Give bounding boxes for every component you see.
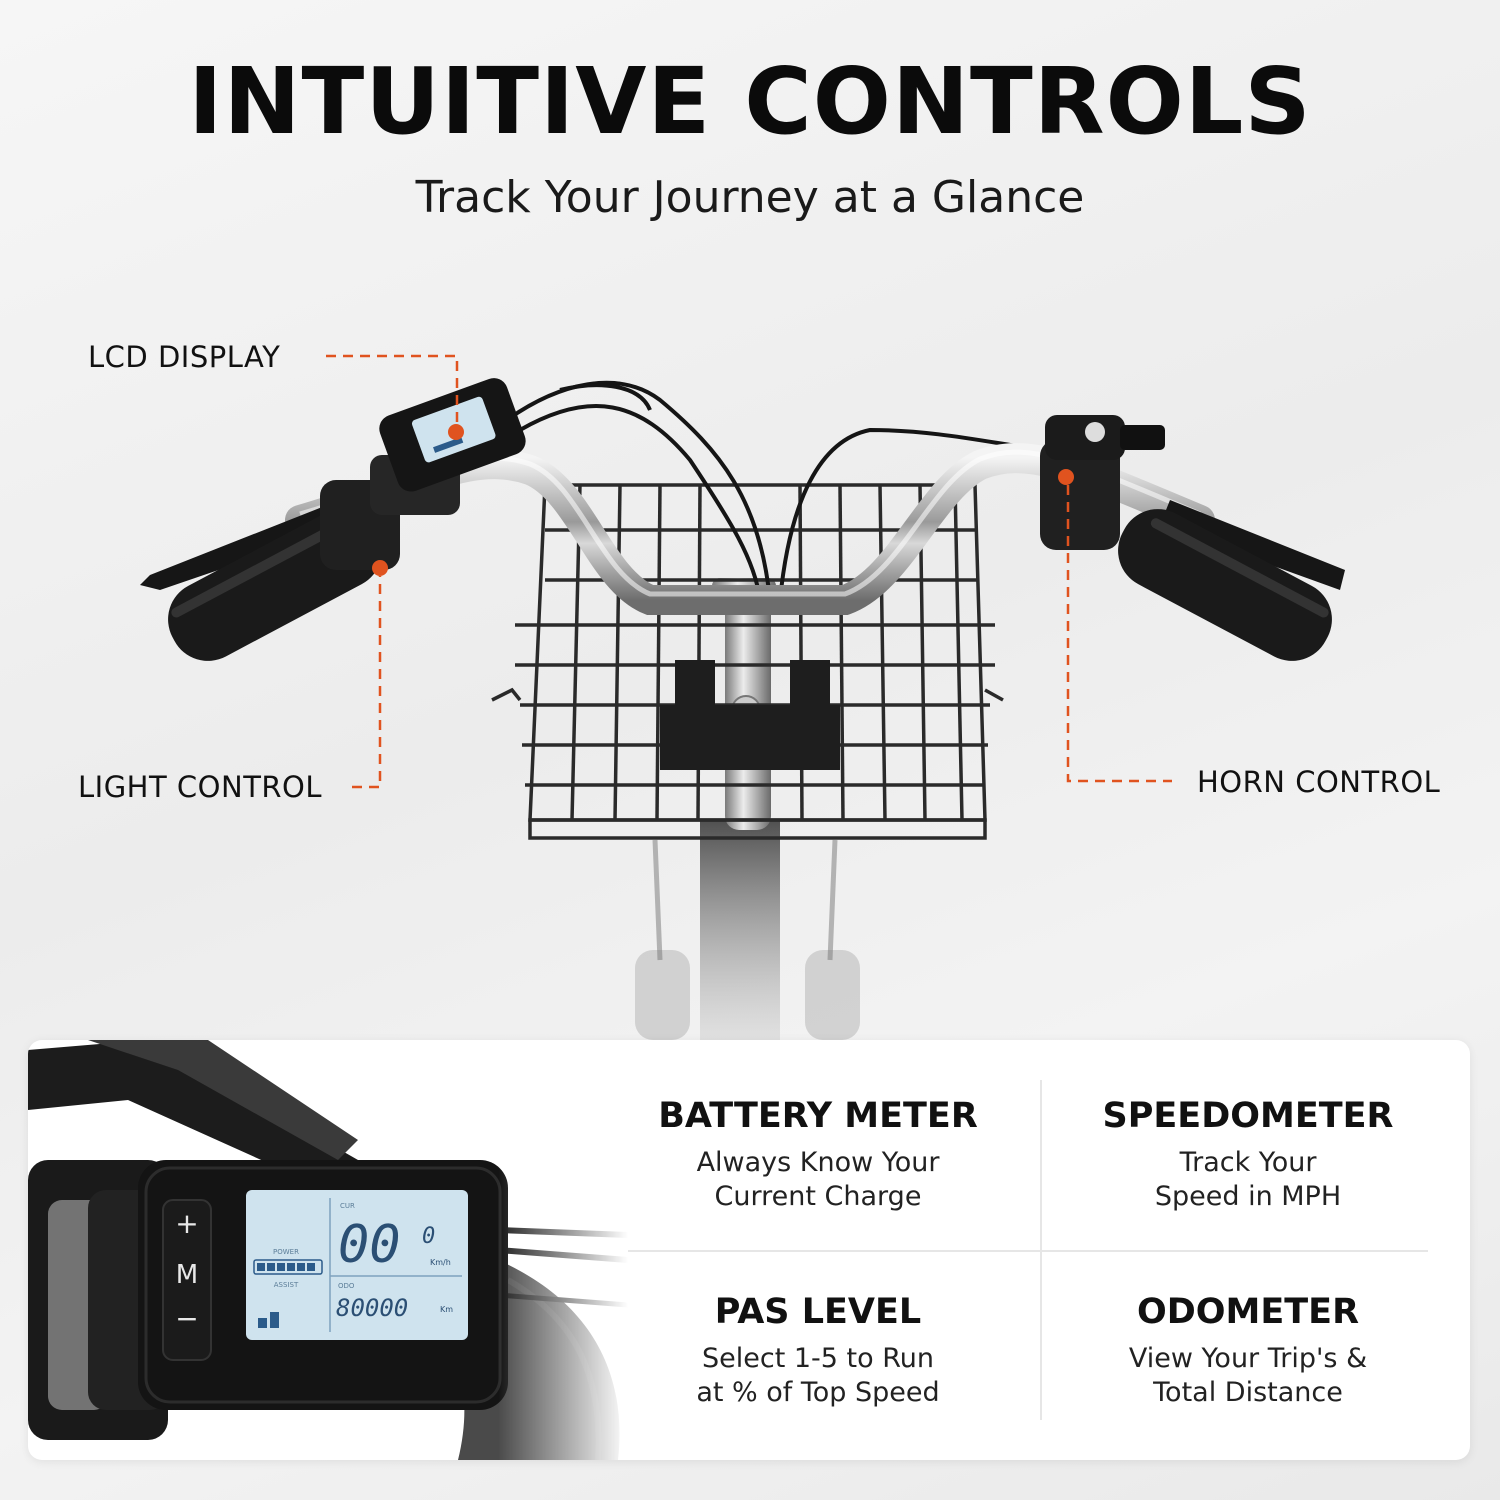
- feature-desc-line: at % of Top Speed: [696, 1377, 940, 1408]
- odo-unit: Km: [440, 1305, 453, 1314]
- battery-bar-icon: [253, 1259, 323, 1275]
- feature-desc-line: Total Distance: [1153, 1377, 1343, 1408]
- horn-control-marker: [1058, 469, 1074, 485]
- brake-cables: [498, 380, 1046, 601]
- display-closeup: + M − POWER ASSIST CUR 00 0 Km/h ODO 800…: [28, 1040, 628, 1460]
- light-callout-line: [352, 576, 382, 789]
- right-grip: [1118, 509, 1332, 661]
- speed-readout: 00: [338, 1215, 401, 1275]
- speed-decimal: 0: [422, 1224, 435, 1249]
- cur-label: CUR: [340, 1202, 355, 1210]
- lcd-display-label: LCD DISPLAY: [88, 340, 281, 374]
- bell: [1045, 415, 1125, 460]
- feature-desc-line: Current Charge: [714, 1181, 922, 1212]
- lcd-screen: [246, 1190, 468, 1340]
- page-subtitle: Track Your Journey at a Glance: [415, 172, 1085, 223]
- mode-button[interactable]: M: [176, 1260, 198, 1290]
- horn-control-label: HORN CONTROL: [1197, 765, 1441, 799]
- feature-battery-meter: BATTERY METER Always Know Your Current C…: [608, 1096, 1028, 1214]
- power-label: POWER: [273, 1248, 299, 1256]
- feature-desc-line: Select 1-5 to Run: [701, 1343, 935, 1374]
- plus-button[interactable]: +: [175, 1207, 198, 1240]
- fork: [635, 820, 860, 1040]
- minus-button[interactable]: −: [175, 1302, 198, 1335]
- assist-label: ASSIST: [274, 1281, 299, 1289]
- feature-title: SPEEDOMETER: [1102, 1096, 1394, 1136]
- feature-desc-line: Always Know Your: [696, 1147, 940, 1178]
- feature-desc-line: Track Your: [1179, 1147, 1317, 1178]
- feature-speedometer: SPEEDOMETER Track Your Speed in MPH: [1038, 1096, 1458, 1214]
- horn-callout-line: [1066, 485, 1172, 783]
- left-brake-lever: [140, 500, 350, 590]
- feature-title: BATTERY METER: [658, 1096, 978, 1136]
- ebike-handlebar-illustration: [140, 354, 1345, 1040]
- feature-divider-horizontal: [628, 1250, 1428, 1252]
- right-control-housing: [1040, 440, 1120, 550]
- lcd-callout-line: [326, 354, 459, 425]
- lcd-display-marker: [448, 424, 464, 440]
- feature-panel: + M − POWER ASSIST CUR 00 0 Km/h ODO 800…: [28, 1040, 1470, 1460]
- feature-odometer: ODOMETER View Your Trip's & Total Distan…: [1038, 1292, 1458, 1410]
- feature-desc-line: Speed in MPH: [1154, 1181, 1342, 1212]
- odo-label: ODO: [338, 1282, 355, 1290]
- feature-desc-line: View Your Trip's &: [1128, 1343, 1368, 1374]
- pas-level-icon: [258, 1312, 279, 1328]
- right-brake-lever: [1160, 500, 1345, 590]
- feature-title: ODOMETER: [1136, 1292, 1360, 1332]
- page-title: INTUITIVE CONTROLS: [188, 48, 1312, 155]
- light-control-marker: [372, 560, 388, 576]
- feature-pas-level: PAS LEVEL Select 1-5 to Run at % of Top …: [608, 1292, 1028, 1410]
- light-control-label: LIGHT CONTROL: [78, 770, 323, 804]
- feature-title: PAS LEVEL: [714, 1292, 922, 1332]
- front-basket: [491, 483, 1004, 840]
- odometer-readout: 80000: [336, 1294, 408, 1322]
- speed-unit: Km/h: [430, 1258, 451, 1267]
